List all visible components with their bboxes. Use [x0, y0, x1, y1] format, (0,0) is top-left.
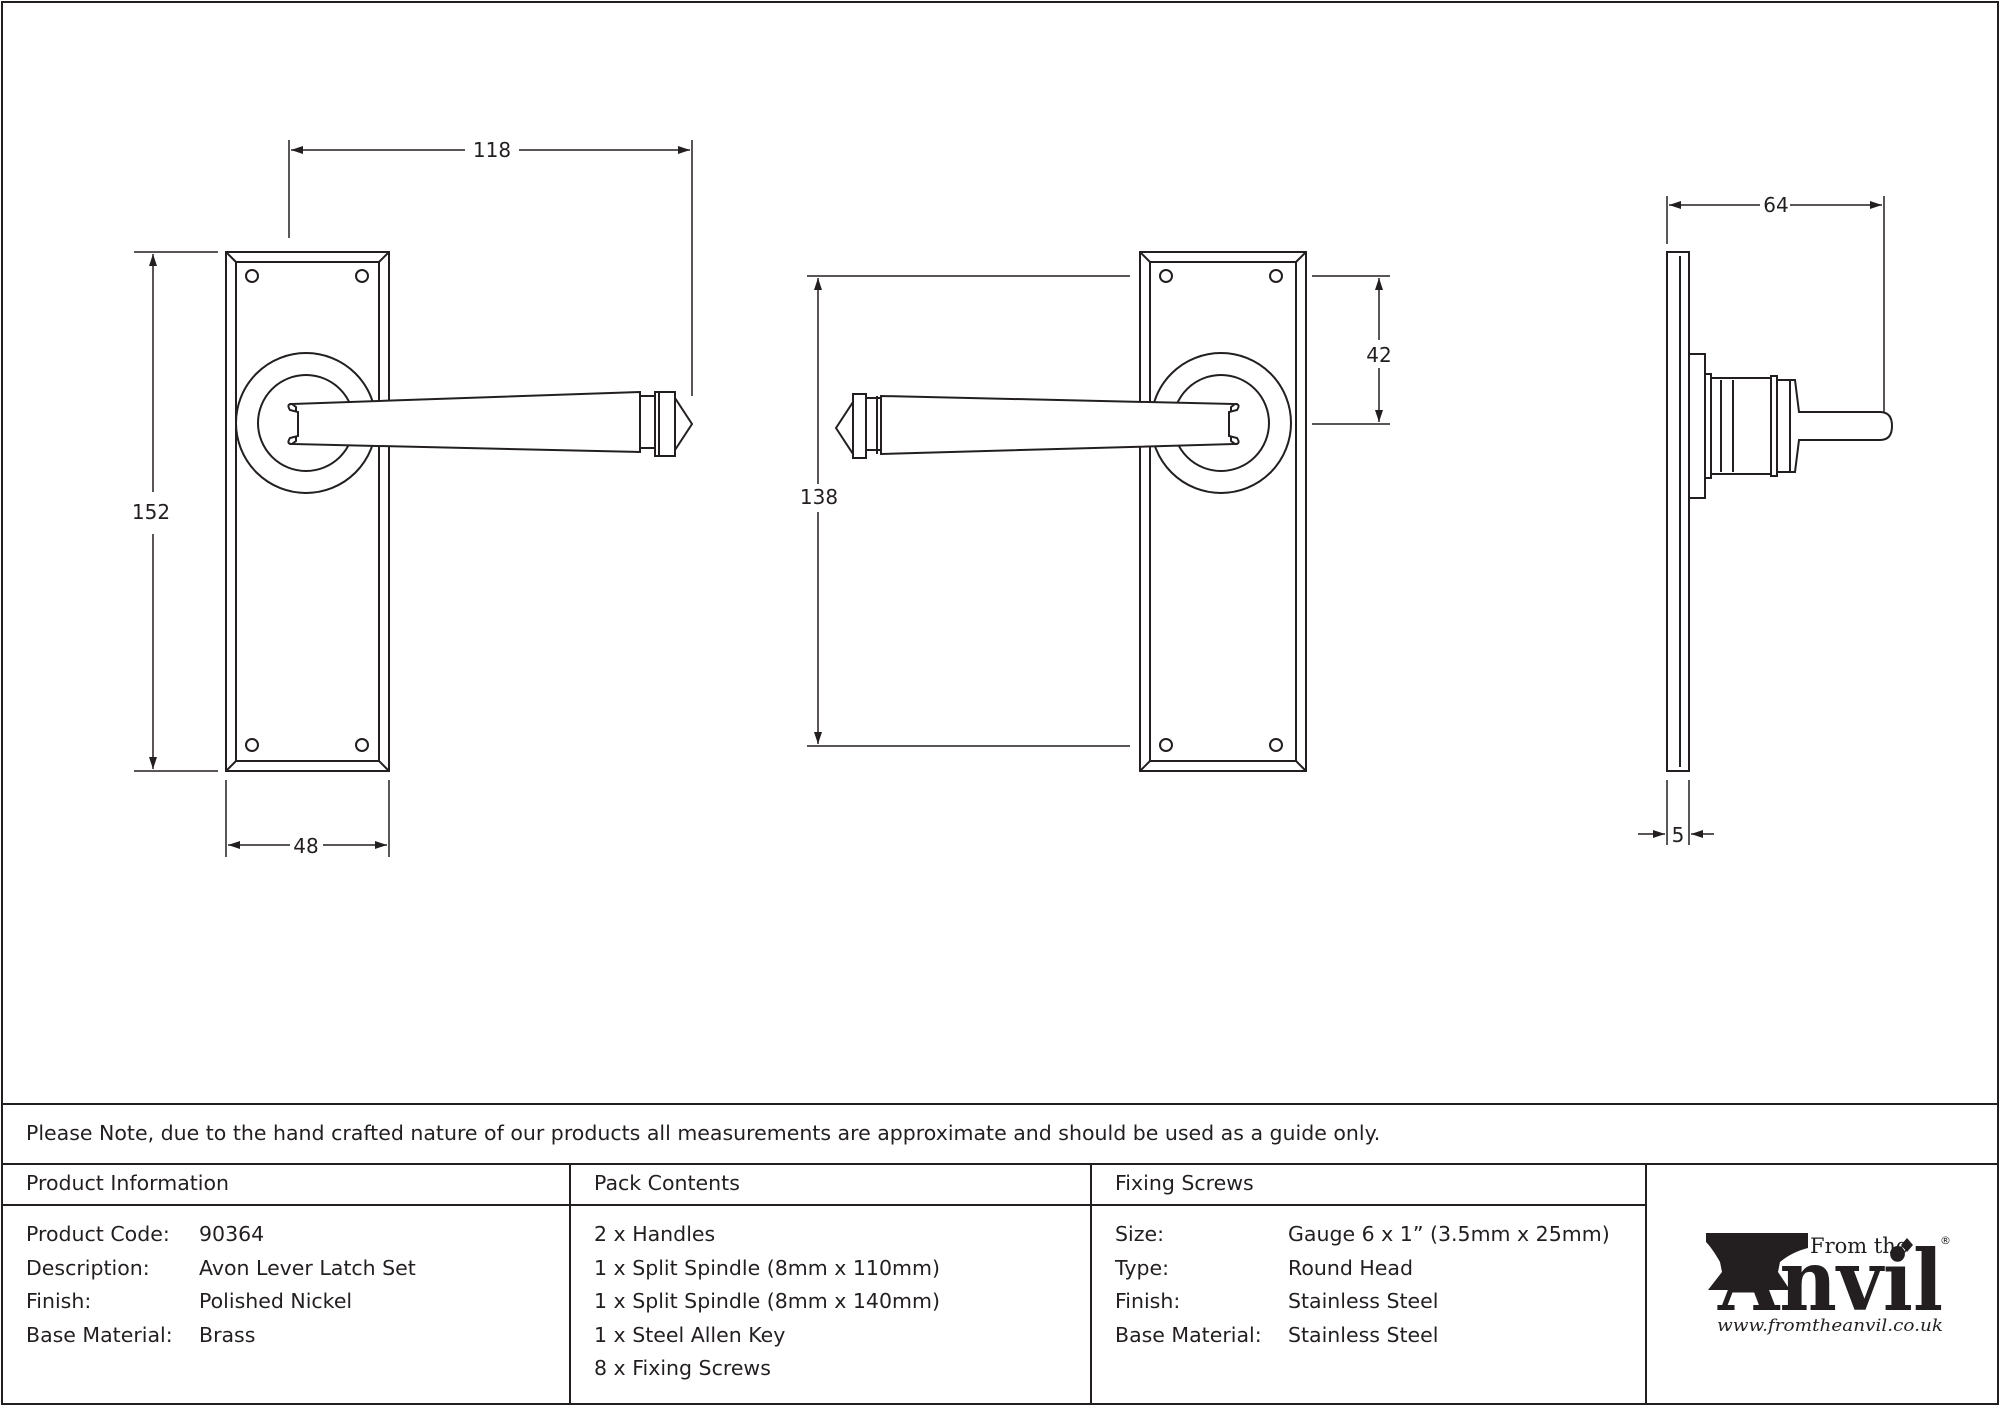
lever-arm	[880, 394, 1238, 456]
screw-size-label: Size:	[1115, 1222, 1164, 1246]
logo-anvil: Anvil	[1717, 1231, 1943, 1330]
dim-label-5: 5	[1672, 823, 1685, 847]
list-item: 1 x Split Spindle (8mm x 110mm)	[594, 1256, 940, 1280]
logo-registered: ®	[1940, 1234, 1951, 1247]
backplate-outer	[1139, 251, 1307, 772]
lever-tip	[834, 393, 882, 459]
lever-side	[1776, 379, 1894, 473]
description-label: Description:	[26, 1256, 150, 1280]
list-item: 2 x Handles	[594, 1222, 716, 1246]
backplate-inner	[1149, 261, 1297, 762]
screw-finish-value: Stainless Steel	[1288, 1289, 1439, 1313]
finish-label: Finish:	[26, 1289, 92, 1313]
product-info-header: Product Information	[26, 1171, 230, 1195]
list-item: 8 x Fixing Screws	[594, 1356, 771, 1380]
info-table-lines	[2, 1103, 1998, 1404]
lever-tip	[639, 391, 694, 457]
logo-url: www.fromtheanvil.co.uk	[1717, 1316, 1943, 1336]
back-view	[834, 251, 1307, 772]
diamond-icon	[1901, 1238, 1913, 1252]
screw-hole	[355, 269, 369, 283]
product-code-label: Product Code:	[26, 1222, 170, 1246]
dim-label-152: 152	[132, 500, 170, 524]
pack-contents-header: Pack Contents	[594, 1171, 740, 1195]
lever-arm	[289, 390, 641, 454]
screw-base-material-value: Stainless Steel	[1288, 1323, 1439, 1347]
description-value: Avon Lever Latch Set	[199, 1256, 416, 1280]
front-dimensions	[134, 140, 693, 857]
screw-hole	[1159, 269, 1173, 283]
side-dimensions	[1638, 196, 1885, 845]
list-item: 1 x Steel Allen Key	[594, 1323, 786, 1347]
dim-label-64: 64	[1763, 193, 1788, 217]
backplate-outer	[225, 251, 390, 772]
screw-hole	[245, 269, 259, 283]
dim-label-42: 42	[1366, 343, 1391, 367]
screw-hole	[355, 738, 369, 752]
dim-label-118: 118	[473, 138, 511, 162]
list-item: 1 x Split Spindle (8mm x 140mm)	[594, 1289, 940, 1313]
screw-hole	[1269, 738, 1283, 752]
dim-label-138: 138	[800, 485, 838, 509]
backplate-side	[1666, 251, 1690, 772]
fixing-screws-header: Fixing Screws	[1115, 1171, 1254, 1195]
measurement-note: Please Note, due to the hand crafted nat…	[26, 1121, 1381, 1145]
front-view	[225, 251, 694, 772]
rose-side	[1688, 353, 1706, 499]
anvil-logo: From the Anvil ® www.fromtheanvil.co.uk	[1706, 1231, 1951, 1336]
product-code-value: 90364	[199, 1222, 265, 1246]
screw-finish-label: Finish:	[1115, 1289, 1181, 1313]
screw-hole	[1269, 269, 1283, 283]
backplate-inner	[235, 261, 380, 762]
screw-hole	[1159, 738, 1173, 752]
back-dimensions	[807, 275, 1390, 747]
logo-from-the: From the	[1810, 1234, 1908, 1258]
screw-size-value: Gauge 6 x 1” (3.5mm x 25mm)	[1288, 1222, 1610, 1246]
base-material-value: Brass	[199, 1323, 256, 1347]
dim-label-48: 48	[293, 834, 318, 858]
anvil-icon	[1706, 1233, 1808, 1290]
screw-hole	[245, 738, 259, 752]
screw-type-value: Round Head	[1288, 1256, 1413, 1280]
screw-base-material-label: Base Material:	[1115, 1323, 1262, 1347]
screw-type-label: Type:	[1115, 1256, 1169, 1280]
finish-value: Polished Nickel	[199, 1289, 353, 1313]
base-material-label: Base Material:	[26, 1323, 173, 1347]
side-view	[1666, 251, 1894, 772]
